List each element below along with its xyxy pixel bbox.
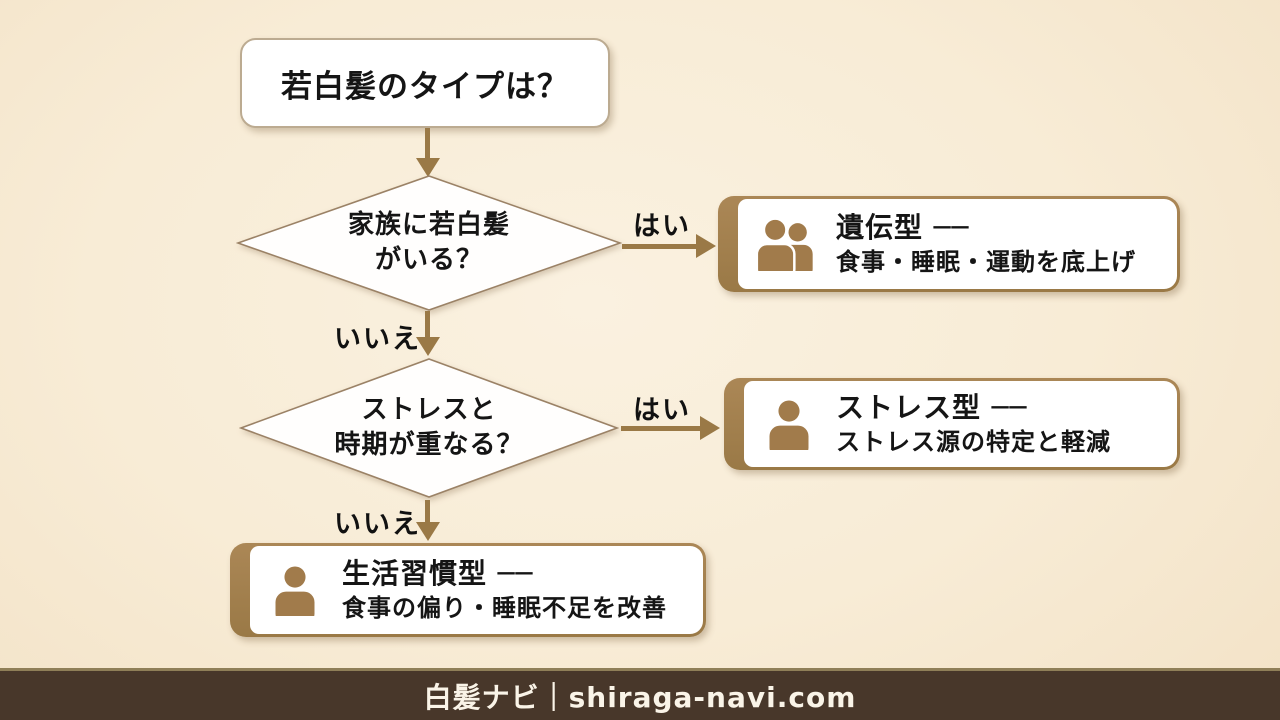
decision1-line2: がいる？ xyxy=(374,245,483,275)
result2-title: ストレス型 ── xyxy=(836,391,1028,424)
result-box-stress: ストレス型 ── ストレス源の特定と軽減 xyxy=(724,378,1180,470)
edge-label-no-1: いいえ xyxy=(334,324,421,355)
decision-diamond-stress: ストレスと 時期が重なる？ xyxy=(239,357,619,499)
decision2-line1: ストレスと xyxy=(361,395,497,425)
arrowhead-right-2-icon xyxy=(700,416,720,440)
result3-text: 生活習慣型 ── 食事の偏り・睡眠不足を改善 xyxy=(342,556,667,624)
decision-diamond-family: 家族に若白髪 がいる？ xyxy=(236,174,622,312)
diamond-shape-icon xyxy=(239,358,619,498)
result2-subtitle: ストレス源の特定と軽減 xyxy=(836,428,1111,456)
arrowhead-right-1-icon xyxy=(696,234,716,258)
diamond-shape-icon xyxy=(236,175,622,311)
arrow-decision1-to-result1 xyxy=(622,244,698,249)
edge-label-no-2: いいえ xyxy=(334,509,421,540)
result2-text: ストレス型 ── ストレス源の特定と軽減 xyxy=(836,390,1111,458)
result-box-stress-inner: ストレス型 ── ストレス源の特定と軽減 xyxy=(744,381,1177,467)
arrowhead-down-2-icon xyxy=(416,337,440,356)
arrowhead-down-3-icon xyxy=(416,522,440,541)
result-box-lifestyle-inner: 生活習慣型 ── 食事の偏り・睡眠不足を改善 xyxy=(250,546,703,634)
result3-subtitle: 食事の偏り・睡眠不足を改善 xyxy=(342,594,667,622)
arrow-decision2-to-result3 xyxy=(425,500,430,524)
result3-title: 生活習慣型 ── xyxy=(342,557,534,590)
result1-text: 遺伝型 ── 食事・睡眠・運動を底上げ xyxy=(836,210,1136,278)
footer-site-text: 白髪ナビ｜shiraga-navi.com xyxy=(423,680,857,714)
footer-bar: 白髪ナビ｜shiraga-navi.com xyxy=(0,668,1280,720)
decision2-text: ストレスと 時期が重なる？ xyxy=(239,357,619,499)
result-box-genetic: 遺伝型 ── 食事・睡眠・運動を底上げ xyxy=(718,196,1180,292)
title-box: 若白髪のタイプは？ xyxy=(240,38,610,128)
flowchart-title: 若白髪のタイプは？ xyxy=(281,68,569,105)
decision2-line2: 時期が重なる？ xyxy=(334,430,524,460)
result-box-genetic-inner: 遺伝型 ── 食事・睡眠・運動を底上げ xyxy=(738,199,1177,289)
result-box-lifestyle: 生活習慣型 ── 食事の偏り・睡眠不足を改善 xyxy=(230,543,706,637)
arrowhead-down-1-icon xyxy=(416,158,440,177)
edge-label-yes-2: はい xyxy=(633,395,691,426)
result1-title: 遺伝型 ── xyxy=(836,211,970,244)
person-icon xyxy=(268,564,322,616)
decision1-text: 家族に若白髪 がいる？ xyxy=(236,174,622,312)
decision1-line1: 家族に若白髪 xyxy=(347,210,510,240)
people-icon xyxy=(756,217,816,271)
result1-subtitle: 食事・睡眠・運動を底上げ xyxy=(836,248,1136,276)
edge-label-yes-1: はい xyxy=(633,211,691,242)
arrow-decision2-to-result2 xyxy=(621,426,702,431)
arrow-decision1-to-decision2 xyxy=(425,311,430,339)
arrow-title-to-decision1 xyxy=(425,128,430,160)
person-icon xyxy=(762,398,816,450)
